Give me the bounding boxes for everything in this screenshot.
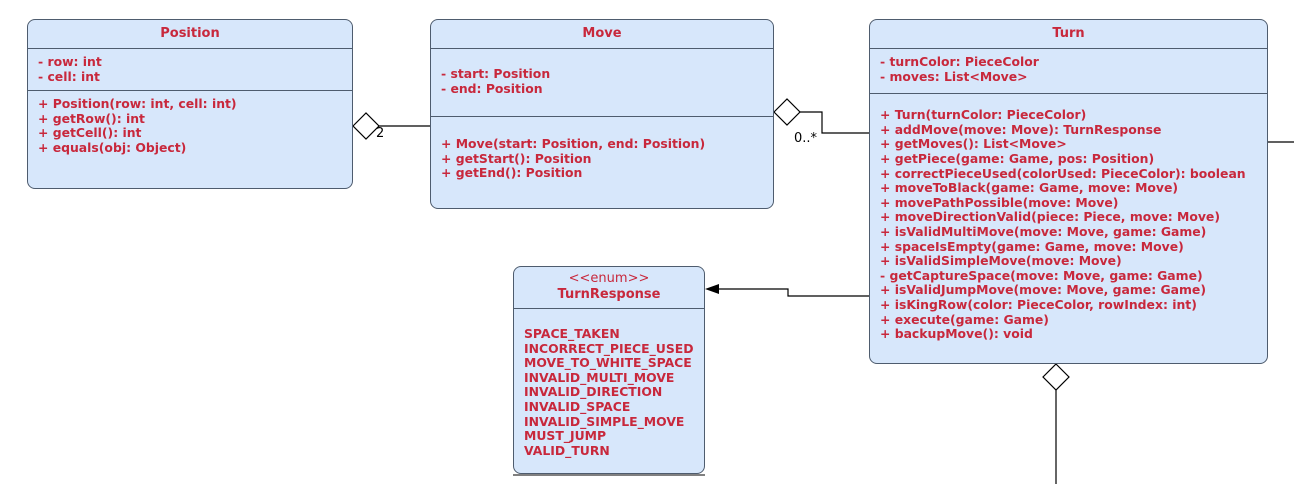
enum-literal: MUST_JUMP xyxy=(524,428,607,444)
attributes-section: - start: Position - end: Position xyxy=(431,49,773,118)
method: + addMove(move: Move): TurnResponse xyxy=(880,121,1162,137)
enum-literal: INVALID_SIMPLE_MOVE xyxy=(524,413,685,429)
attribute: - start: Position xyxy=(441,66,551,81)
method: + isValidSimpleMove(move: Move) xyxy=(880,253,1122,269)
methods-section: + Move(start: Position, end: Position) +… xyxy=(431,117,773,187)
enum-stereotype: <<enum>> xyxy=(568,271,650,286)
attributes-section: - row: int - cell: int xyxy=(28,49,352,92)
method: + isValidJumpMove(move: Move, game: Game… xyxy=(880,282,1206,298)
method: + equals(obj: Object) xyxy=(38,139,187,155)
enum-turnresponse[interactable]: <<enum>> TurnResponse SPACE_TAKEN INCORR… xyxy=(513,266,705,474)
multiplicity-turn-move: 0..* xyxy=(794,131,818,146)
method: + backupMove(): void xyxy=(880,326,1033,342)
enum-literal: VALID_TURN xyxy=(524,442,610,458)
method: + execute(game: Game) xyxy=(880,311,1049,327)
class-title: Turn xyxy=(870,20,1267,49)
enum-title: TurnResponse xyxy=(557,287,661,302)
method: + getPiece(game: Game, pos: Position) xyxy=(880,150,1155,166)
method: + spaceIsEmpty(game: Game, move: Move) xyxy=(880,238,1184,254)
method: + getCell(): int xyxy=(38,125,142,141)
class-position[interactable]: Position - row: int - cell: int + Positi… xyxy=(27,19,353,189)
class-move[interactable]: Move - start: Position - end: Position +… xyxy=(430,19,774,209)
enum-literal: INCORRECT_PIECE_USED xyxy=(524,340,694,356)
method: + moveDirectionValid(piece: Piece, move:… xyxy=(880,209,1220,225)
method: + Position(row: int, cell: int) xyxy=(38,96,237,112)
method: + correctPieceUsed(colorUsed: PieceColor… xyxy=(880,165,1246,181)
attribute: - cell: int xyxy=(38,68,100,84)
arrowhead-turnresponse xyxy=(705,284,719,294)
literals-section: SPACE_TAKEN INCORRECT_PIECE_USED MOVE_TO… xyxy=(514,309,704,464)
method: + getMoves(): List<Move> xyxy=(880,136,1067,152)
method: - getCaptureSpace(move: Move, game: Game… xyxy=(880,267,1203,283)
attribute: - moves: List<Move> xyxy=(880,68,1028,84)
assoc-line-turn-turnresponse xyxy=(718,288,869,297)
method: + getEnd(): Position xyxy=(441,165,583,181)
method: + isValidMultiMove(move: Move, game: Gam… xyxy=(880,223,1207,239)
methods-section: + Turn(turnColor: PieceColor) + addMove(… xyxy=(870,94,1267,348)
methods-section: + Position(row: int, cell: int) + getRow… xyxy=(28,91,352,161)
method: + getRow(): int xyxy=(38,110,145,126)
aggregation-diamond-move xyxy=(773,98,801,126)
enum-literal: INVALID_SPACE xyxy=(524,398,631,414)
enum-title-block: <<enum>> TurnResponse xyxy=(514,267,704,309)
class-title: Move xyxy=(431,20,773,49)
enum-literal: INVALID_DIRECTION xyxy=(524,384,663,400)
aggregation-diamond-turn-bottom xyxy=(1042,363,1070,391)
enum-literal: MOVE_TO_WHITE_SPACE xyxy=(524,355,692,371)
class-turn[interactable]: Turn - turnColor: PieceColor - moves: Li… xyxy=(869,19,1268,364)
class-title: Position xyxy=(28,20,352,49)
method: + Turn(turnColor: PieceColor) xyxy=(880,107,1087,123)
method: + getStart(): Position xyxy=(441,150,592,166)
attribute: - turnColor: PieceColor xyxy=(880,54,1039,69)
method: + isKingRow(color: PieceColor, rowIndex:… xyxy=(880,296,1197,312)
attributes-section: - turnColor: PieceColor - moves: List<Mo… xyxy=(870,49,1267,95)
attribute: - end: Position xyxy=(441,80,543,96)
multiplicity-move-position: 2 xyxy=(376,126,385,141)
enum-literal: SPACE_TAKEN xyxy=(524,326,620,341)
method: + moveToBlack(game: Game, move: Move) xyxy=(880,180,1179,196)
assoc-line-turn-move xyxy=(800,111,869,134)
attribute: - row: int xyxy=(38,54,102,69)
enum-literal: INVALID_MULTI_MOVE xyxy=(524,369,675,385)
method: + movePathPossible(move: Move) xyxy=(880,194,1119,210)
method: + Move(start: Position, end: Position) xyxy=(441,136,706,152)
